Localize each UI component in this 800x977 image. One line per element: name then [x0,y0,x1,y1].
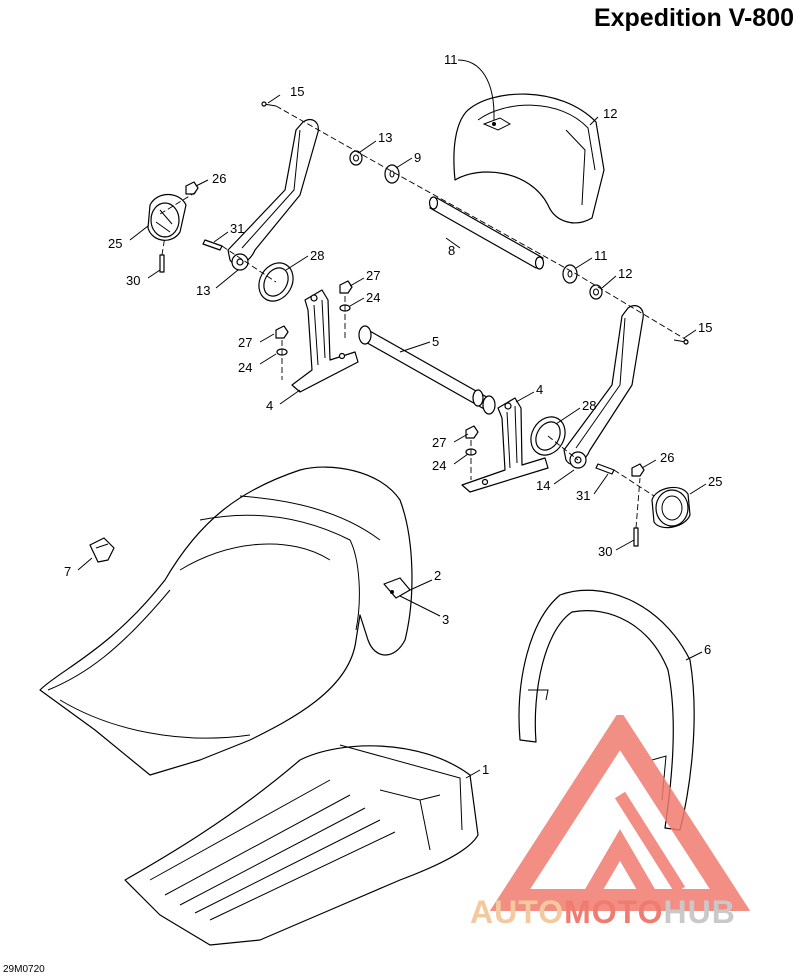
bracket-left [291,289,359,393]
bracket-right [461,397,549,493]
callout-label: 25 [708,474,722,489]
callout-label: 3 [442,612,449,627]
callout-label: 25 [108,236,122,251]
callout-label: 31 [230,221,244,236]
left-arm [227,119,319,271]
callout-label: 12 [603,106,617,121]
callout-label: 9 [414,150,421,165]
callout-label: 4 [536,382,543,397]
figure-code: 29M0720 [3,964,45,975]
callout-label: 15 [698,320,712,335]
callout-label: 26 [660,450,674,465]
callout-label: 2 [434,568,441,583]
callout-label: 24 [432,458,446,473]
adjust-knob-left [147,193,187,241]
backrest-pad [453,93,605,224]
watermark-text: AUTOMOTOHUB [470,894,736,930]
callout-label: 30 [598,544,612,559]
callout-label: 13 [378,130,392,145]
callout-label: 12 [618,266,632,281]
callout-label: 27 [432,435,446,450]
callout-label: 7 [64,564,71,579]
automotohub-watermark-logo: AUTOMOTOHUB [470,715,751,930]
callout-label: 28 [582,398,596,413]
callout-label: 8 [448,243,455,258]
callout-label: 5 [432,334,439,349]
page-title: Expedition V-800 [593,4,794,32]
seat-base [124,744,479,946]
callout-label: 1 [482,762,489,777]
callout-label: 14 [536,478,550,493]
callout-label: 11 [594,248,608,263]
callout-label: 15 [290,84,304,99]
assembly-axes [159,105,691,529]
callout-label: 24 [366,290,380,305]
callout-label: 27 [366,268,380,283]
support-bar [428,196,545,270]
callout-labels: 11 12 15 13 9 26 31 25 30 13 28 27 24 5 … [64,52,722,777]
seat-cushion [39,466,413,776]
callout-label: 24 [238,360,252,375]
callout-label: 6 [704,642,711,657]
right-arm [563,305,644,469]
callout-label: 31 [576,488,590,503]
callout-leaders [77,59,707,779]
callout-label: 4 [266,398,273,413]
callout-label: 30 [126,273,140,288]
callout-label: 13 [196,283,210,298]
callout-label: 27 [238,335,252,350]
axle [358,325,496,415]
adjust-knob-right [651,486,691,529]
callout-label: 26 [212,171,226,186]
callout-label: 28 [310,248,324,263]
callout-label: 11 [444,52,458,67]
